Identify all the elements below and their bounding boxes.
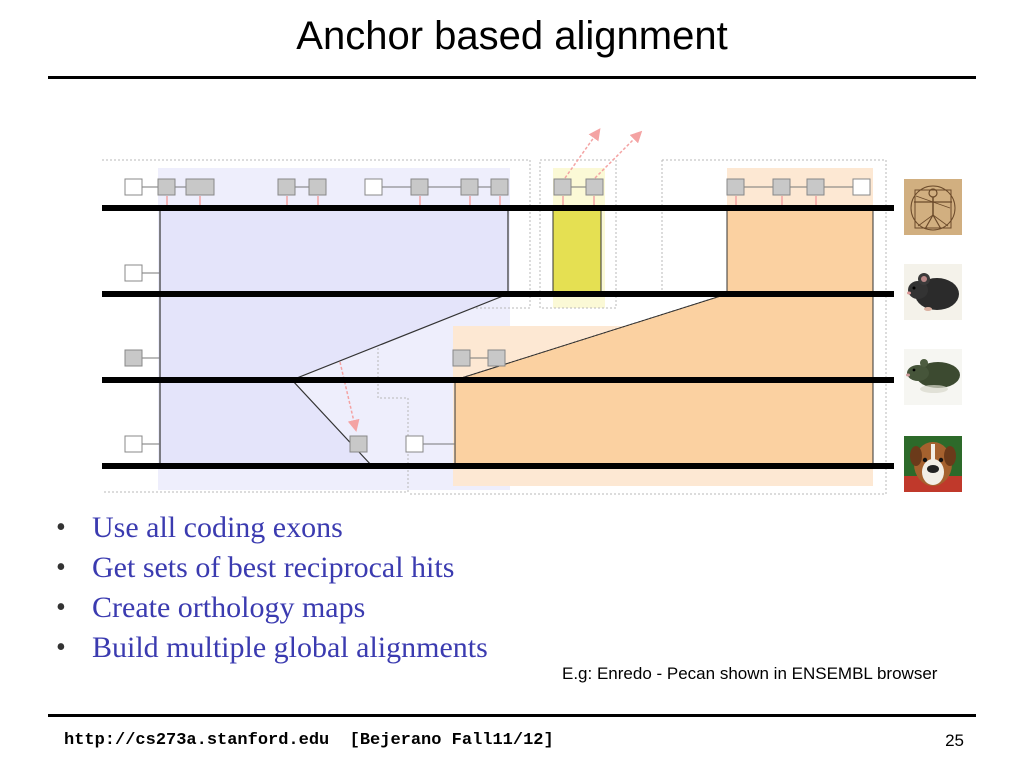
exon-box [852,178,871,196]
pink-dashed-arrows [339,128,643,432]
slide-title: Anchor based alignment [296,14,728,58]
arrow-up-left [564,128,601,179]
exon-box [410,178,429,196]
exon-box [585,178,604,196]
alignment-dotted-edge [454,293,728,381]
bullet-item: • Get sets of best reciprocal hits [56,548,488,588]
exon-box [452,349,471,367]
bullet-text: Create orthology maps [92,591,366,624]
mouse-icon [904,264,962,320]
exon-connector-ticks [166,196,817,205]
bullet-dot-icon: • [56,592,66,623]
arrow-down [339,361,360,432]
exon-box [553,178,572,196]
bullet-text: Use all coding exons [92,511,343,544]
bullet-item: • Create orthology maps [56,588,488,628]
exon-box [157,178,176,196]
exon-box [772,178,791,196]
title-underline [48,76,976,79]
exon-box [487,349,506,367]
exon-box [726,178,745,196]
footer-course-url[interactable]: http://cs273a.stanford.edu [Bejerano Fal… [64,731,554,750]
page-number: 25 [945,731,964,750]
bullet-item: • Use all coding exons [56,508,488,548]
exon-box [405,435,424,453]
bullet-list: • Use all coding exons • Get sets of best … [56,508,488,668]
footer-rule [48,714,976,717]
bullet-dot-icon: • [56,632,66,663]
block-boundaries [102,159,887,495]
exon-box [490,178,509,196]
bullet-text: Get sets of best reciprocal hits [92,551,455,584]
exon-box [308,178,327,196]
bullet-dot-icon: • [56,512,66,543]
chromosome-lines [102,205,894,469]
alignment-block-yellow [552,207,602,295]
exon-box [124,264,143,282]
example-caption: E.g: Enredo - Pecan shown in ENSEMBL bro… [562,664,938,683]
arrow-up-right [594,130,643,179]
exon-box [349,435,368,453]
exon-box [806,178,825,196]
exon-box [124,349,143,367]
exon-box [277,178,296,196]
rat-icon [904,349,962,405]
exon-box [364,178,383,196]
bullet-dot-icon: • [56,552,66,583]
exon-box [460,178,479,196]
exon-box [124,178,143,196]
human-vitruvian-icon [904,179,962,235]
exon-box [185,178,215,196]
exon-boxes [124,178,871,453]
dog-boxer-icon [904,436,962,492]
exon-box [124,435,143,453]
bullet-item: • Build multiple global alignments [56,628,488,668]
bullet-text: Build multiple global alignments [92,631,488,664]
